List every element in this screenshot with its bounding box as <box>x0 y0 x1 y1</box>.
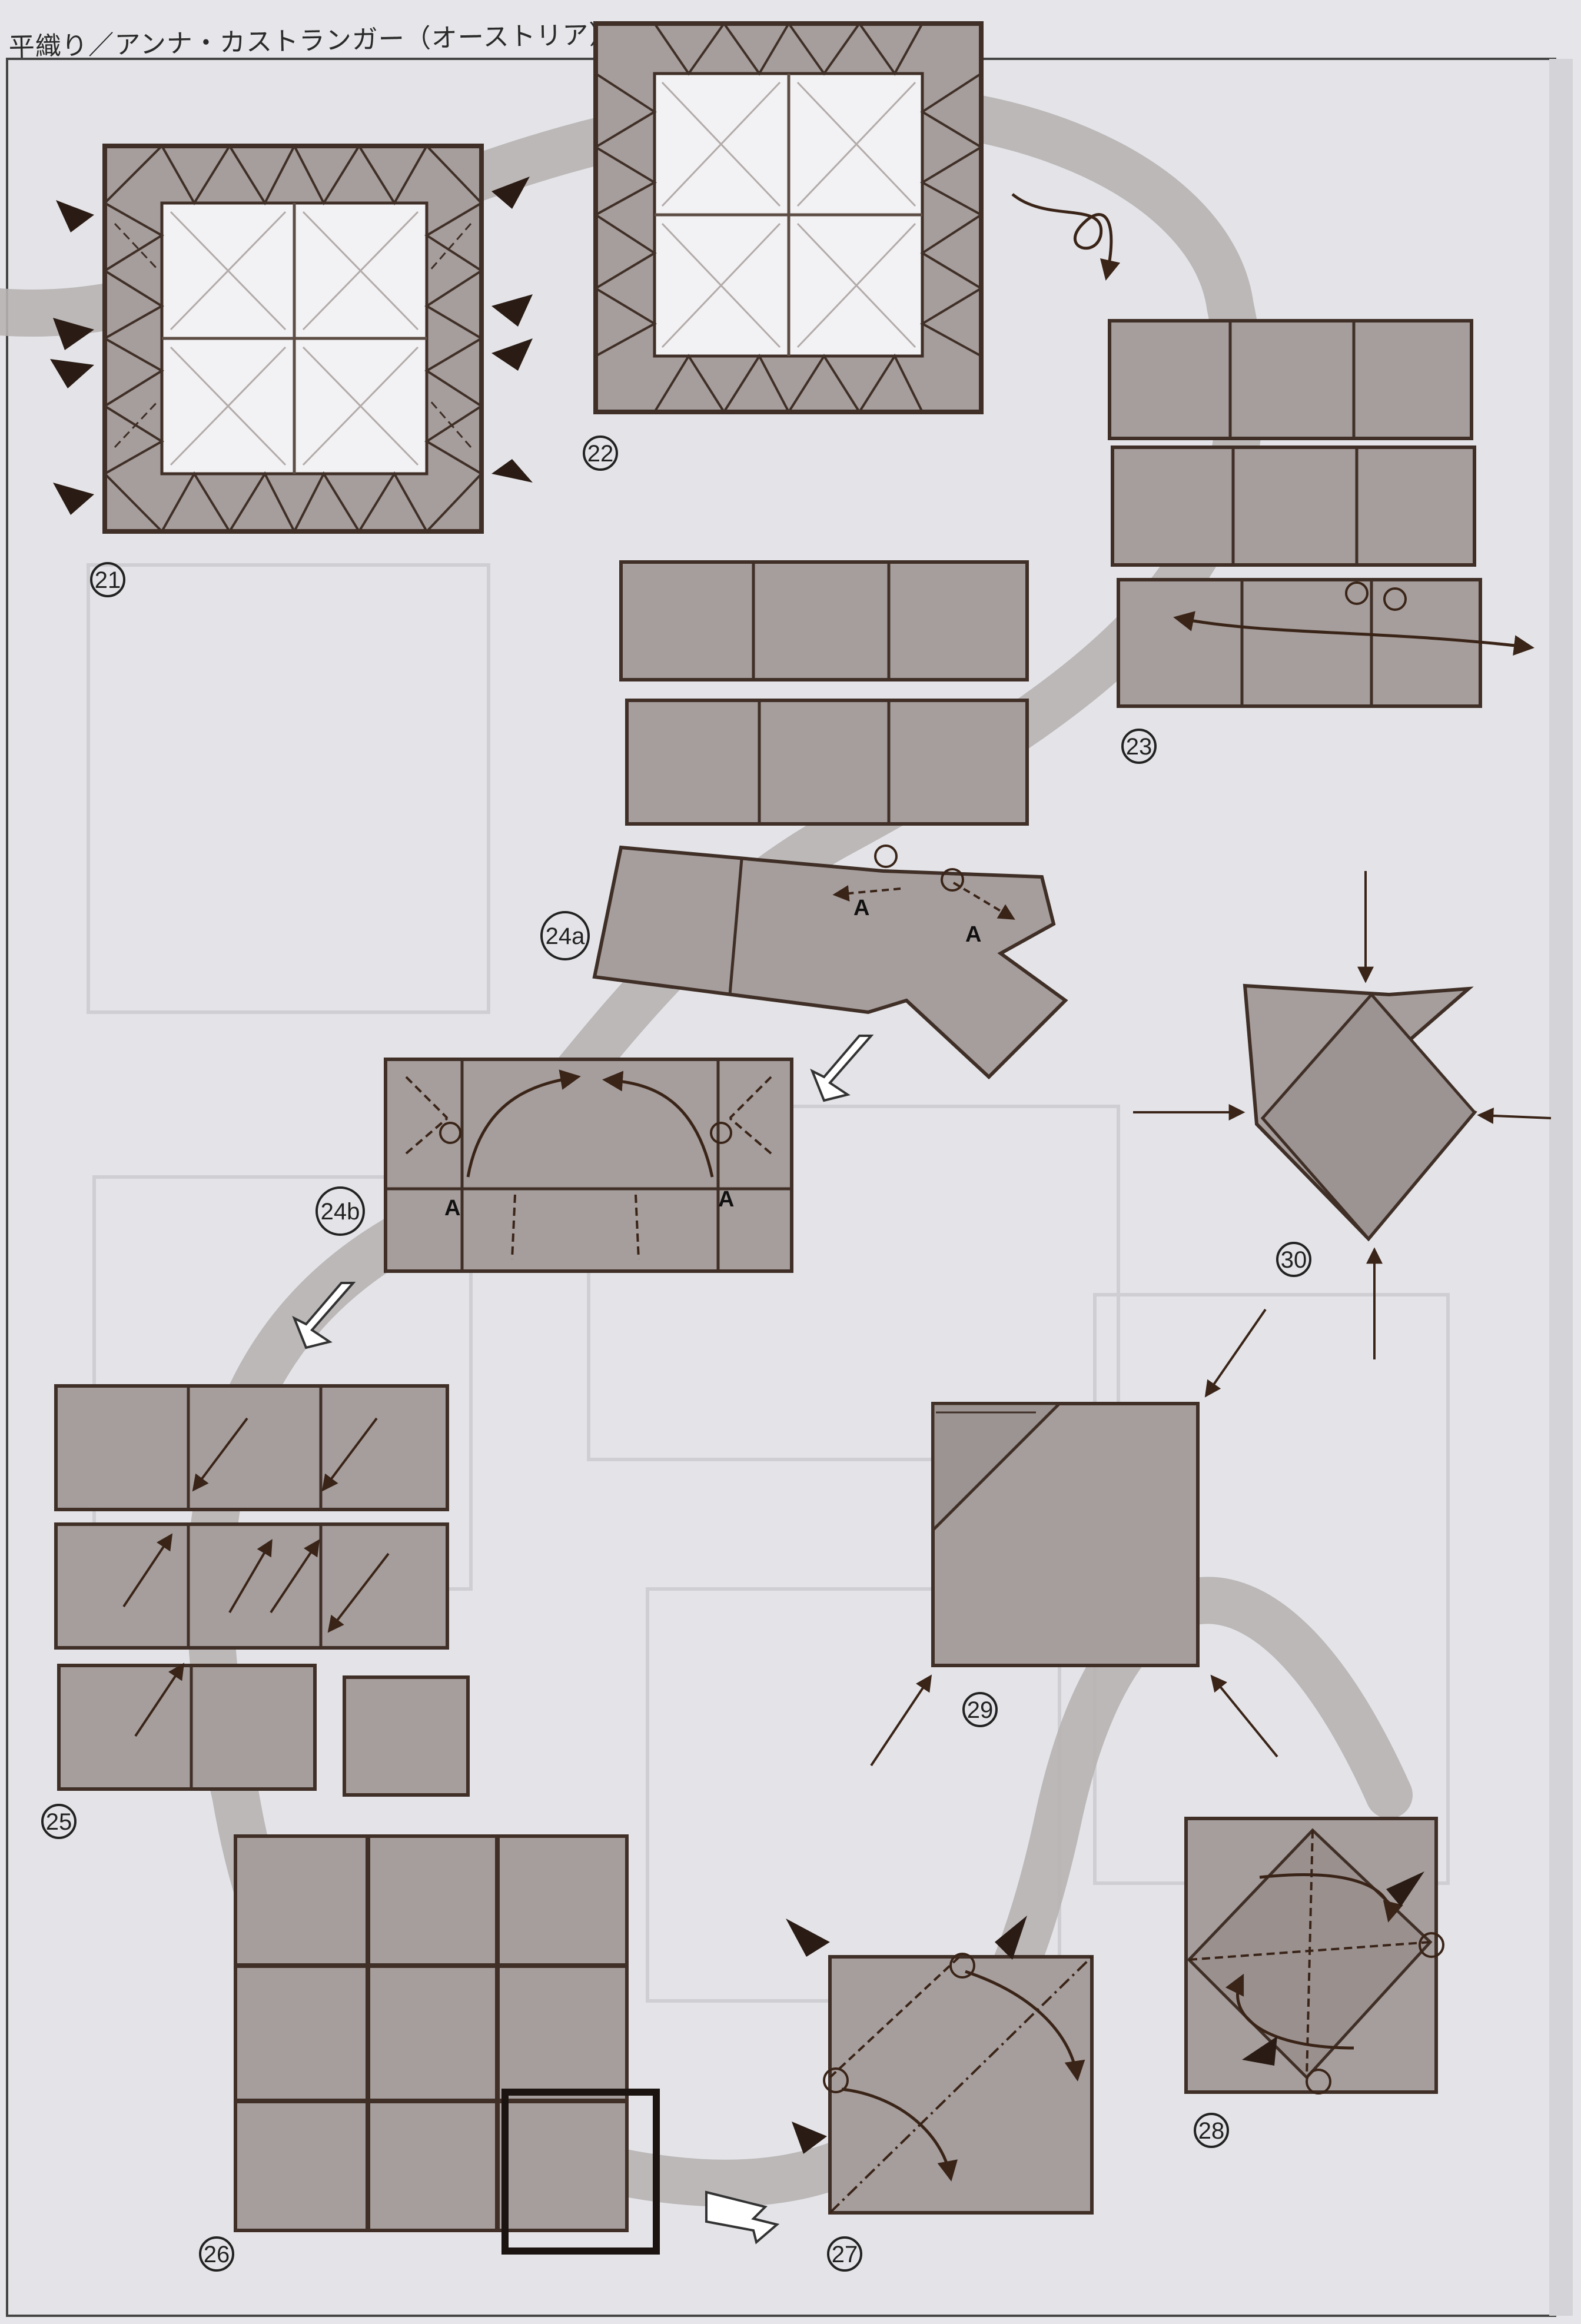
step-25-number: 25 <box>46 1809 72 1835</box>
page-edge <box>1549 59 1573 2316</box>
point-a-label: A <box>718 1187 734 1212</box>
step-23-number: 23 <box>1126 734 1152 760</box>
point-a-label: A <box>853 896 869 920</box>
point-a-label: A <box>444 1196 460 1221</box>
step-22-number: 22 <box>587 441 614 467</box>
step-24a-number: 24a <box>546 923 585 949</box>
step-23-diagram: 23 <box>1110 321 1530 763</box>
step-21-number: 21 <box>95 567 121 593</box>
step-29-number: 29 <box>967 1697 994 1723</box>
step-30-number: 30 <box>1281 1247 1307 1273</box>
step-27-number: 27 <box>832 2242 858 2268</box>
step-28-number: 28 <box>1198 2118 1225 2144</box>
step-21-diagram: 21 <box>50 146 533 596</box>
step-24b-number: 24b <box>321 1199 360 1225</box>
step-26-number: 26 <box>204 2242 230 2268</box>
point-a-label: A <box>965 922 981 947</box>
step-25-diagram: 25 <box>42 1386 468 1838</box>
